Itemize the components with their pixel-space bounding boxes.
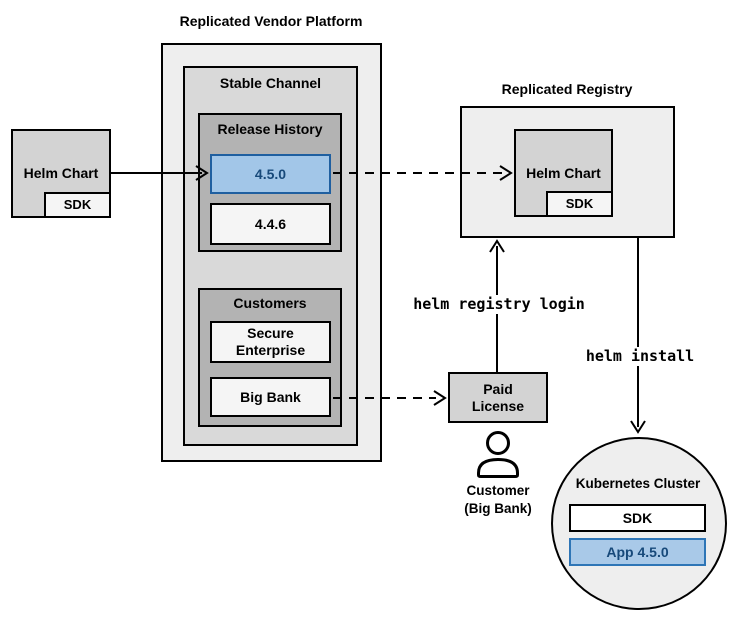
vendor-platform-title: Replicated Vendor Platform	[179, 13, 363, 29]
customer-big-bank-box: Big Bank	[210, 377, 331, 417]
helm-registry-login-command: helm registry login	[397, 295, 601, 314]
customer-label-line2: (Big Bank)	[464, 501, 532, 516]
registry-title: Replicated Registry	[501, 81, 633, 97]
release-history-label: Release History	[217, 121, 323, 137]
customer-secure-enterprise-box: Secure Enterprise	[210, 321, 331, 363]
customer-label-line1: Customer	[466, 483, 530, 498]
release-version-4-4-6: 4.4.6	[210, 203, 331, 245]
arrow-registry-to-cluster	[630, 238, 646, 434]
stable-channel-label: Stable Channel	[219, 75, 322, 91]
cluster-app-box: App 4.5.0	[569, 538, 706, 566]
cluster-sdk-box: SDK	[569, 504, 706, 532]
paid-license-box: Paid License	[448, 372, 548, 423]
source-sdk-box: SDK	[44, 192, 111, 218]
kubernetes-cluster-label: Kubernetes Cluster	[575, 476, 701, 491]
registry-sdk-box: SDK	[546, 191, 613, 217]
customers-label: Customers	[233, 295, 307, 311]
release-version-4-5-0: 4.5.0	[210, 154, 331, 194]
customer-person-icon	[477, 431, 519, 478]
helm-install-command: helm install	[578, 347, 702, 366]
